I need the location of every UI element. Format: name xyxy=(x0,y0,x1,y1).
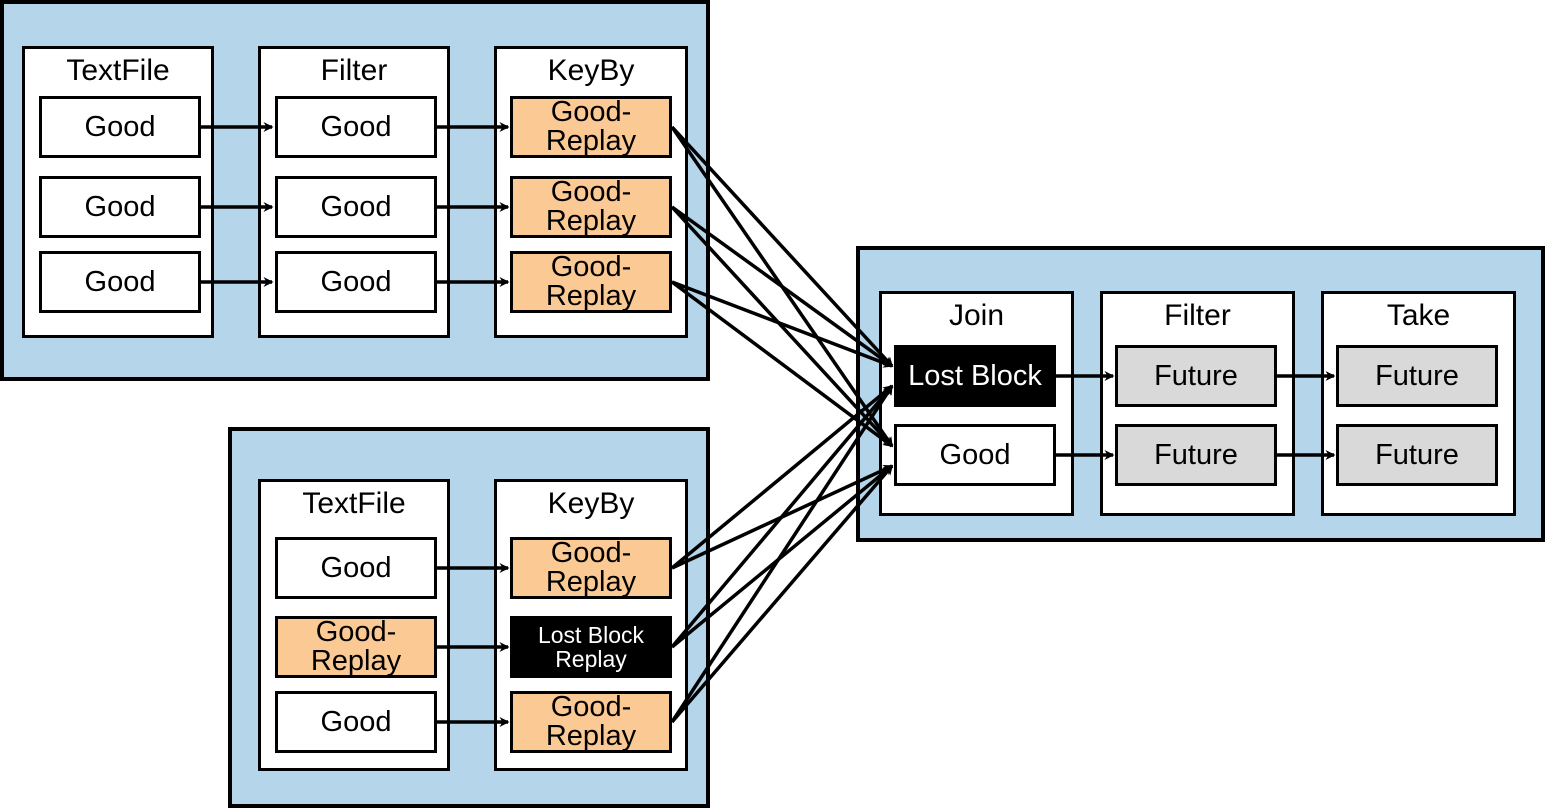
rdd-title: TextFile xyxy=(66,54,170,87)
partition-replay: Good-Replay xyxy=(510,96,672,158)
partition-replay: Good-Replay xyxy=(510,176,672,238)
partition-good: Good xyxy=(39,176,201,238)
rdd-title: Take xyxy=(1386,299,1451,332)
partition-lost: Lost Block Replay xyxy=(510,616,672,678)
partition-good: Good xyxy=(39,251,201,313)
partition-good: Good xyxy=(894,424,1056,486)
rdd-title: Filter xyxy=(320,54,388,87)
partition-good: Good xyxy=(275,251,437,313)
partition-good: Good xyxy=(275,176,437,238)
partition-replay: Good-Replay xyxy=(275,616,437,678)
partition-good: Good xyxy=(275,691,437,753)
rdd-title: KeyBy xyxy=(547,54,635,87)
partition-good: Good xyxy=(39,96,201,158)
partition-lost: Lost Block xyxy=(894,345,1056,407)
partition-good: Good xyxy=(275,537,437,599)
partition-future: Future xyxy=(1115,424,1277,486)
rdd-title: TextFile xyxy=(302,487,406,520)
partition-future: Future xyxy=(1336,345,1498,407)
rdd-title: Join xyxy=(948,299,1005,332)
partition-replay: Good-Replay xyxy=(510,537,672,599)
partition-replay: Good-Replay xyxy=(510,251,672,313)
rdd-title: Filter xyxy=(1164,299,1231,332)
rdd-title: KeyBy xyxy=(547,487,635,520)
partition-replay: Good-Replay xyxy=(510,691,672,753)
partition-future: Future xyxy=(1336,424,1498,486)
partition-good: Good xyxy=(275,96,437,158)
partition-future: Future xyxy=(1115,345,1277,407)
